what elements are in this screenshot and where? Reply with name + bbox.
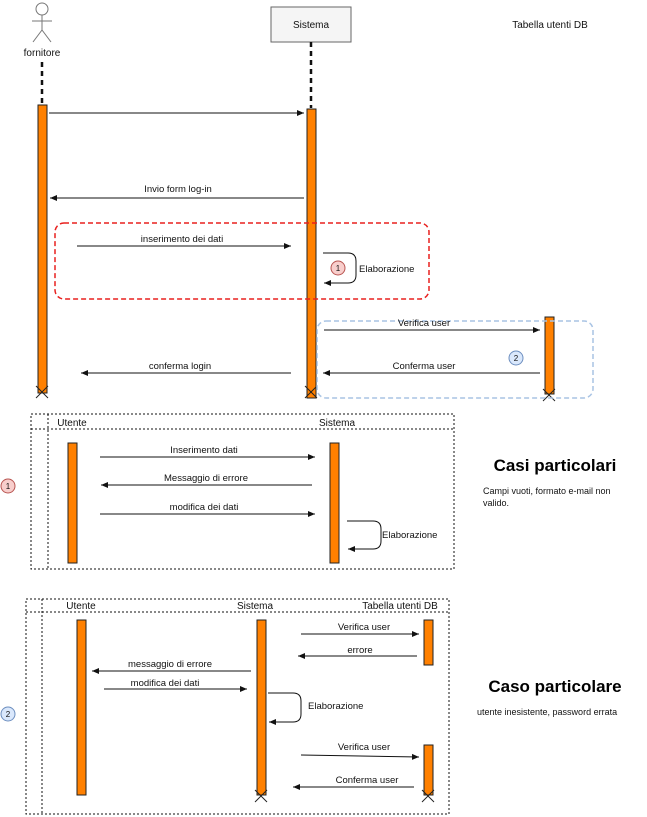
case1-column-sistema: Sistema: [319, 418, 356, 429]
case1-marker-label: 1: [6, 482, 11, 491]
case2-self-arrow: [268, 692, 302, 725]
case1-frame: [30, 413, 455, 570]
participant-label-sistema: Sistema: [293, 20, 330, 31]
marker-1-label: 1: [336, 264, 341, 273]
case2-label-messaggio: messaggio di errore: [128, 659, 212, 670]
self-message-label-main: Elaborazione: [359, 264, 414, 275]
message-label-form: Invio form log-in: [144, 184, 212, 195]
destroy-mark-sistema: [304, 385, 318, 399]
case2-label-verifica-1: Verifica user: [338, 622, 390, 633]
case2-self-label: Elaborazione: [308, 701, 363, 712]
participant-box-sistema: [270, 6, 352, 43]
case1-title: Casi particolari: [494, 456, 617, 475]
participant-label-db: Tabella utenti DB: [512, 20, 588, 31]
marker-1-icon: [330, 260, 346, 276]
actor-label-fornitore: fornitore: [24, 48, 61, 59]
case2-column-sistema: Sistema: [237, 601, 274, 612]
case1-self-arrow: [347, 520, 382, 552]
case2-column-db: Tabella utenti DB: [362, 601, 438, 612]
case2-label-conferma: Conferma user: [336, 775, 399, 786]
case2-marker-icon: [0, 706, 16, 722]
group-box-red: [54, 222, 430, 300]
case2-activation-sistema: [256, 619, 267, 796]
case2-arrow-verifica-2: [300, 753, 420, 760]
case2-frame: [25, 598, 450, 815]
message-label-verifica: Verifica user: [398, 318, 450, 329]
case1-desc-line1: Campi vuoti, formato e-mail non: [483, 486, 611, 496]
case1-activation-sistema: [329, 442, 340, 564]
message-label-conferma-login: conferma login: [149, 361, 211, 372]
message-label-inserimento: inserimento dei dati: [141, 234, 223, 245]
destroy-mark-fornitore: [35, 385, 49, 399]
destroy-mark-db: [542, 388, 556, 402]
case2-destroy-mark-sistema: [254, 789, 268, 803]
case1-column-utente: Utente: [57, 418, 87, 429]
activation-sistema: [306, 108, 317, 399]
case2-marker-label: 2: [6, 710, 11, 719]
case1-label-inserimento: Inserimento dati: [170, 445, 238, 456]
actor-figure-icon: [32, 2, 52, 43]
case2-destroy-mark-db: [421, 789, 435, 803]
case1-desc-line2: valido.: [483, 498, 509, 508]
activation-fornitore: [37, 104, 48, 394]
case2-activation-db-1: [423, 619, 434, 666]
case1-activation-utente: [67, 442, 78, 564]
case2-activation-utente: [76, 619, 87, 796]
case1-label-errore: Messaggio di errore: [164, 473, 248, 484]
message-label-conferma-user: Conferma user: [393, 361, 456, 372]
case1-self-label: Elaborazione: [382, 530, 437, 541]
group-box-blue: [316, 320, 594, 399]
activation-db: [544, 316, 555, 395]
case2-label-modifica: modifica dei dati: [131, 678, 200, 689]
case1-marker-icon: [0, 478, 16, 494]
case2-column-utente: Utente: [66, 601, 96, 612]
case2-activation-db-2: [423, 744, 434, 796]
case2-desc: utente inesistente, password errata: [477, 707, 617, 717]
case1-label-modifica: modifica dei dati: [170, 502, 239, 513]
marker-2-icon: [508, 350, 524, 366]
marker-2-label: 2: [514, 354, 519, 363]
case2-label-errore: errore: [347, 645, 372, 656]
case2-title: Caso particolare: [488, 677, 621, 696]
self-message-arrow-main: [323, 252, 357, 286]
case2-label-verifica-2: Verifica user: [338, 742, 390, 753]
